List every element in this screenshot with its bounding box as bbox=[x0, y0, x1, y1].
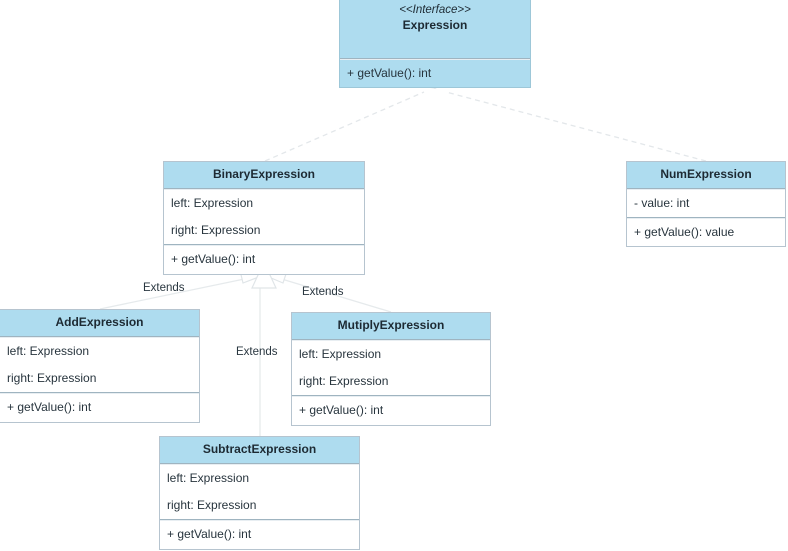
class-name: NumExpression bbox=[660, 167, 752, 181]
class-name: SubtractExpression bbox=[202, 442, 317, 456]
class-name: Expression bbox=[402, 18, 468, 33]
class-box-mutiplyexpression[interactable]: MutiplyExpression left: Expression right… bbox=[291, 312, 491, 426]
class-box-addexpression[interactable]: AddExpression left: Expression right: Ex… bbox=[0, 309, 200, 423]
compartment-divider bbox=[160, 463, 359, 465]
method-item: + getValue(): value bbox=[634, 225, 735, 240]
attribute-item: left: Expression bbox=[7, 344, 90, 358]
edge-label-extends-subtract: Extends bbox=[236, 346, 278, 358]
compartment-divider bbox=[160, 519, 359, 522]
edge-label-extends-add: Extends bbox=[143, 282, 185, 294]
class-header-addexpression: AddExpression bbox=[0, 310, 199, 336]
methods-compartment: + getValue(): int bbox=[292, 397, 490, 424]
class-header-subtractexpression: SubtractExpression bbox=[160, 437, 359, 463]
attribute-item: right: Expression bbox=[7, 371, 97, 386]
class-box-binaryexpression[interactable]: BinaryExpression left: Expression right:… bbox=[163, 161, 365, 275]
compartment-divider bbox=[0, 336, 199, 338]
attribute-item: right: Expression bbox=[171, 223, 261, 238]
method-item: + getValue(): int bbox=[299, 403, 384, 418]
attribute-item: right: Expression bbox=[167, 498, 257, 513]
class-box-expression[interactable]: <<Interface>> Expression + getValue(): i… bbox=[339, 0, 531, 89]
attribute-item: right: Expression bbox=[299, 374, 389, 389]
attributes-compartment: left: Expression right: Expression bbox=[292, 341, 490, 395]
compartment-divider bbox=[292, 339, 490, 341]
methods-compartment: + getValue(): int bbox=[164, 246, 364, 273]
compartment-divider bbox=[164, 244, 364, 247]
compartment-divider bbox=[340, 58, 530, 60]
class-name: MutiplyExpression bbox=[337, 318, 445, 332]
edge-label-extends-mutiply: Extends bbox=[302, 286, 344, 298]
method-item: + getValue(): int bbox=[347, 66, 432, 80]
method-item: + getValue(): int bbox=[7, 400, 92, 415]
compartment-divider bbox=[0, 392, 199, 395]
attribute-item: left: Expression bbox=[167, 471, 250, 485]
attributes-compartment: left: Expression right: Expression bbox=[164, 190, 364, 244]
edge-binaryexpression-to-expression bbox=[264, 91, 425, 162]
methods-compartment: + getValue(): int bbox=[340, 60, 530, 88]
compartment-divider bbox=[292, 395, 490, 398]
methods-compartment: + getValue(): value bbox=[627, 219, 785, 246]
methods-compartment: + getValue(): int bbox=[0, 394, 199, 421]
class-name: AddExpression bbox=[55, 315, 144, 329]
attributes-compartment: left: Expression right: Expression bbox=[0, 338, 199, 392]
class-box-numexpression[interactable]: NumExpression - value: int + getValue():… bbox=[626, 161, 786, 248]
class-header-numexpression: NumExpression bbox=[627, 162, 785, 188]
compartment-divider bbox=[627, 188, 785, 190]
attribute-item: left: Expression bbox=[171, 196, 254, 210]
attribute-item: - value: int bbox=[634, 196, 690, 210]
compartment-divider bbox=[164, 188, 364, 190]
method-item: + getValue(): int bbox=[171, 252, 256, 267]
class-header-binaryexpression: BinaryExpression bbox=[164, 162, 364, 188]
method-item: + getValue(): int bbox=[167, 527, 252, 542]
attributes-compartment: - value: int bbox=[627, 190, 785, 217]
attributes-compartment: left: Expression right: Expression bbox=[160, 465, 359, 519]
attribute-item: left: Expression bbox=[299, 347, 382, 361]
class-name: BinaryExpression bbox=[212, 167, 316, 181]
class-box-subtractexpression[interactable]: SubtractExpression left: Expression righ… bbox=[159, 436, 360, 550]
methods-compartment: + getValue(): int bbox=[160, 521, 359, 548]
class-stereotype: <<Interface>> bbox=[399, 4, 471, 16]
class-header-expression: <<Interface>> Expression bbox=[340, 0, 530, 58]
compartment-divider bbox=[627, 217, 785, 220]
edge-numexpression-to-expression bbox=[445, 91, 707, 162]
class-header-mutiplyexpression: MutiplyExpression bbox=[292, 313, 490, 339]
